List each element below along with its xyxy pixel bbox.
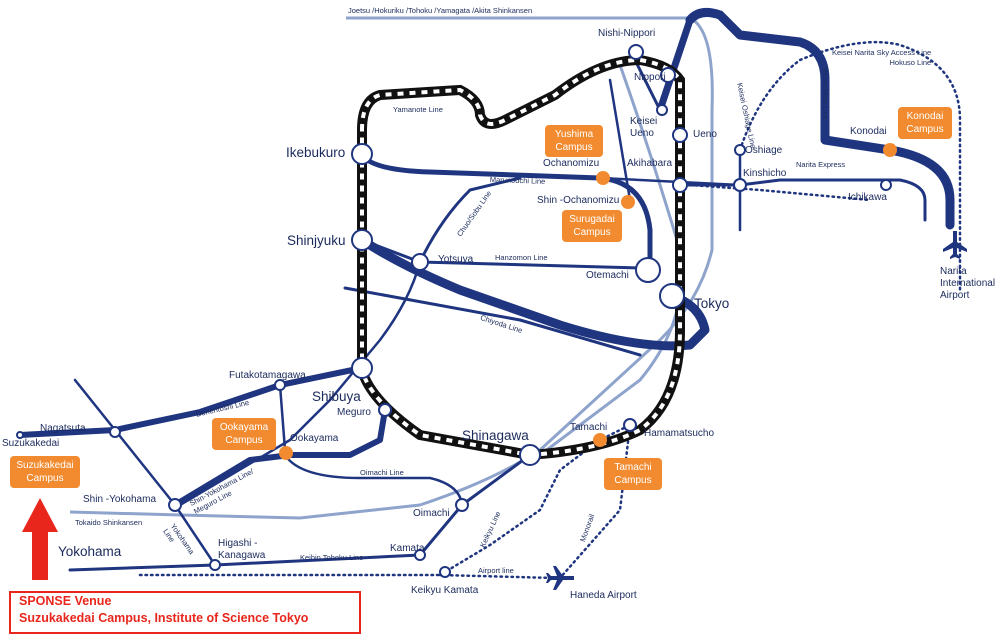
label-hamamatsucho: Hamamatsucho <box>644 428 715 439</box>
metro-lines <box>17 7 955 572</box>
label-futakotamagawa: Futakotamagawa <box>229 370 306 381</box>
station-yotsuya <box>411 253 429 271</box>
station-nishi-nippori <box>628 44 644 60</box>
label-shinagawa: Shinagawa <box>462 428 529 443</box>
station-shinagawa <box>519 444 541 466</box>
label-keisei-ueno: Keisei Ueno <box>630 116 658 139</box>
campus-dot-yushima <box>596 171 610 185</box>
line-label-tokaido: Tokaido Shinkansen <box>75 518 143 527</box>
line-label-keisei-narita-hokuso: Keisei Narita Sky Access Line Hokuso Lin… <box>832 48 932 67</box>
station-oimachi <box>455 498 469 512</box>
campus-surugadai: Surugadai Campus <box>562 210 622 242</box>
label-yotsuya: Yotsuya <box>438 254 474 265</box>
station-suzukakedai <box>16 431 24 439</box>
campus-konodai: Konodai Campus <box>898 107 952 139</box>
line-label-keisei-main: Keisei Main Line <box>821 68 828 120</box>
venue-box: SPONSE Venue Suzukakedai Campus, Institu… <box>9 591 361 634</box>
label-suzukakedai: Suzukakedai <box>2 438 60 449</box>
station-futakotamagawa <box>274 379 286 391</box>
station-kinshicho <box>733 178 747 192</box>
label-kamata: Kamata <box>390 543 425 554</box>
station-keikyu-kamata <box>439 566 451 578</box>
label-yokohama: Yokohama <box>58 544 122 559</box>
label-ueno: Ueno <box>693 129 717 140</box>
station-ueno <box>672 127 688 143</box>
label-shibuya: Shibuya <box>312 389 361 404</box>
station-ikebukuro <box>351 143 373 165</box>
label-oshiage: Oshiage <box>745 145 783 156</box>
station-keisei-ueno <box>656 104 668 116</box>
campus-dot-tamachi <box>593 433 607 447</box>
label-akihabara: Akihabara <box>627 158 673 169</box>
campus-dot-surugadai <box>621 195 635 209</box>
station-akihabara <box>672 177 688 193</box>
arrow-up-icon <box>22 498 58 580</box>
venue-title: SPONSE Venue <box>19 594 112 608</box>
label-konodai: Konodai <box>850 126 887 137</box>
label-nippori: Nippori <box>634 72 666 83</box>
line-label-marunouchi: Marunouchi Line <box>489 175 546 186</box>
label-oimachi: Oimachi <box>413 508 450 519</box>
dotted-lines <box>138 40 962 580</box>
station-otemachi <box>635 257 661 283</box>
station-kamata <box>414 549 426 561</box>
label-kinshicho: Kinshicho <box>743 168 787 179</box>
station-meguro <box>378 403 392 417</box>
line-label-hanzomon: Hanzomon Line <box>495 253 548 262</box>
label-ochanomizu: Ochanomizu <box>543 158 600 169</box>
line-label-shinkansen-north: Joetsu /Hokuriku /Tohoku /Yamagata /Akit… <box>348 6 533 15</box>
station-oshiage <box>734 144 746 156</box>
campus-tamachi: Tamachi Campus <box>604 458 662 490</box>
campus-dot-ookayama <box>279 446 293 460</box>
campus-ookayama: Ookayama Campus <box>212 418 276 450</box>
line-label-yamanote: Yamanote Line <box>393 105 443 114</box>
campus-dots <box>279 143 897 460</box>
campus-dot-konodai <box>883 143 897 157</box>
label-ookayama: Ookayama <box>290 433 339 444</box>
label-higashi-kanagawa: Higashi - Kanagawa <box>218 538 266 561</box>
label-nagatsuta: Nagatsuta <box>40 423 86 434</box>
station-tokyo <box>659 283 685 309</box>
station-shin-yokohama <box>168 498 182 512</box>
label-shin-ochanomizu: Shin -Ochanomizu <box>537 195 620 206</box>
campus-yushima: Yushima Campus <box>545 125 603 157</box>
airplane-icon <box>943 231 967 259</box>
airplane-icon <box>546 566 574 590</box>
label-tokyo: Tokyo <box>694 296 730 311</box>
station-shibuya <box>351 357 373 379</box>
label-tamachi: Tamachi <box>570 422 608 433</box>
station-shinjyuku <box>351 229 373 251</box>
label-nishi-nippori: Nishi-Nippori <box>598 28 656 39</box>
label-meguro: Meguro <box>337 407 371 418</box>
station-nagatsuta <box>109 426 121 438</box>
label-otemachi: Otemachi <box>586 270 629 281</box>
station-nippori <box>660 67 676 83</box>
station-circles <box>16 44 892 578</box>
label-shin-yokohama: Shin -Yokohama <box>83 494 157 505</box>
station-hamamatsucho <box>623 418 637 432</box>
station-higashi-kanagawa <box>209 559 221 571</box>
label-haneda-airport: Haneda Airport <box>570 590 637 601</box>
venue-subtitle: Suzukakedai Campus, Institute of Science… <box>19 611 309 625</box>
line-label-keihin-tohoku: Keihin Tohoku Line <box>300 553 364 562</box>
line-label-oimachi: Oimachi Line <box>360 468 404 477</box>
campus-suzukakedai: Suzukakedai Campus <box>10 456 80 488</box>
label-shinjyuku: Shinjyuku <box>287 233 346 248</box>
label-narita-airport: Narita International Airport <box>940 266 996 301</box>
line-label-airport: Airport line <box>478 566 514 575</box>
station-ichikawa <box>880 179 892 191</box>
line-label-narita-express: Narita Express <box>796 160 846 169</box>
label-ikebukuro: Ikebukuro <box>286 145 346 160</box>
label-keikyu-kamata: Keikyu Kamata <box>411 585 479 596</box>
label-ichikawa: Ichikawa <box>848 192 887 203</box>
